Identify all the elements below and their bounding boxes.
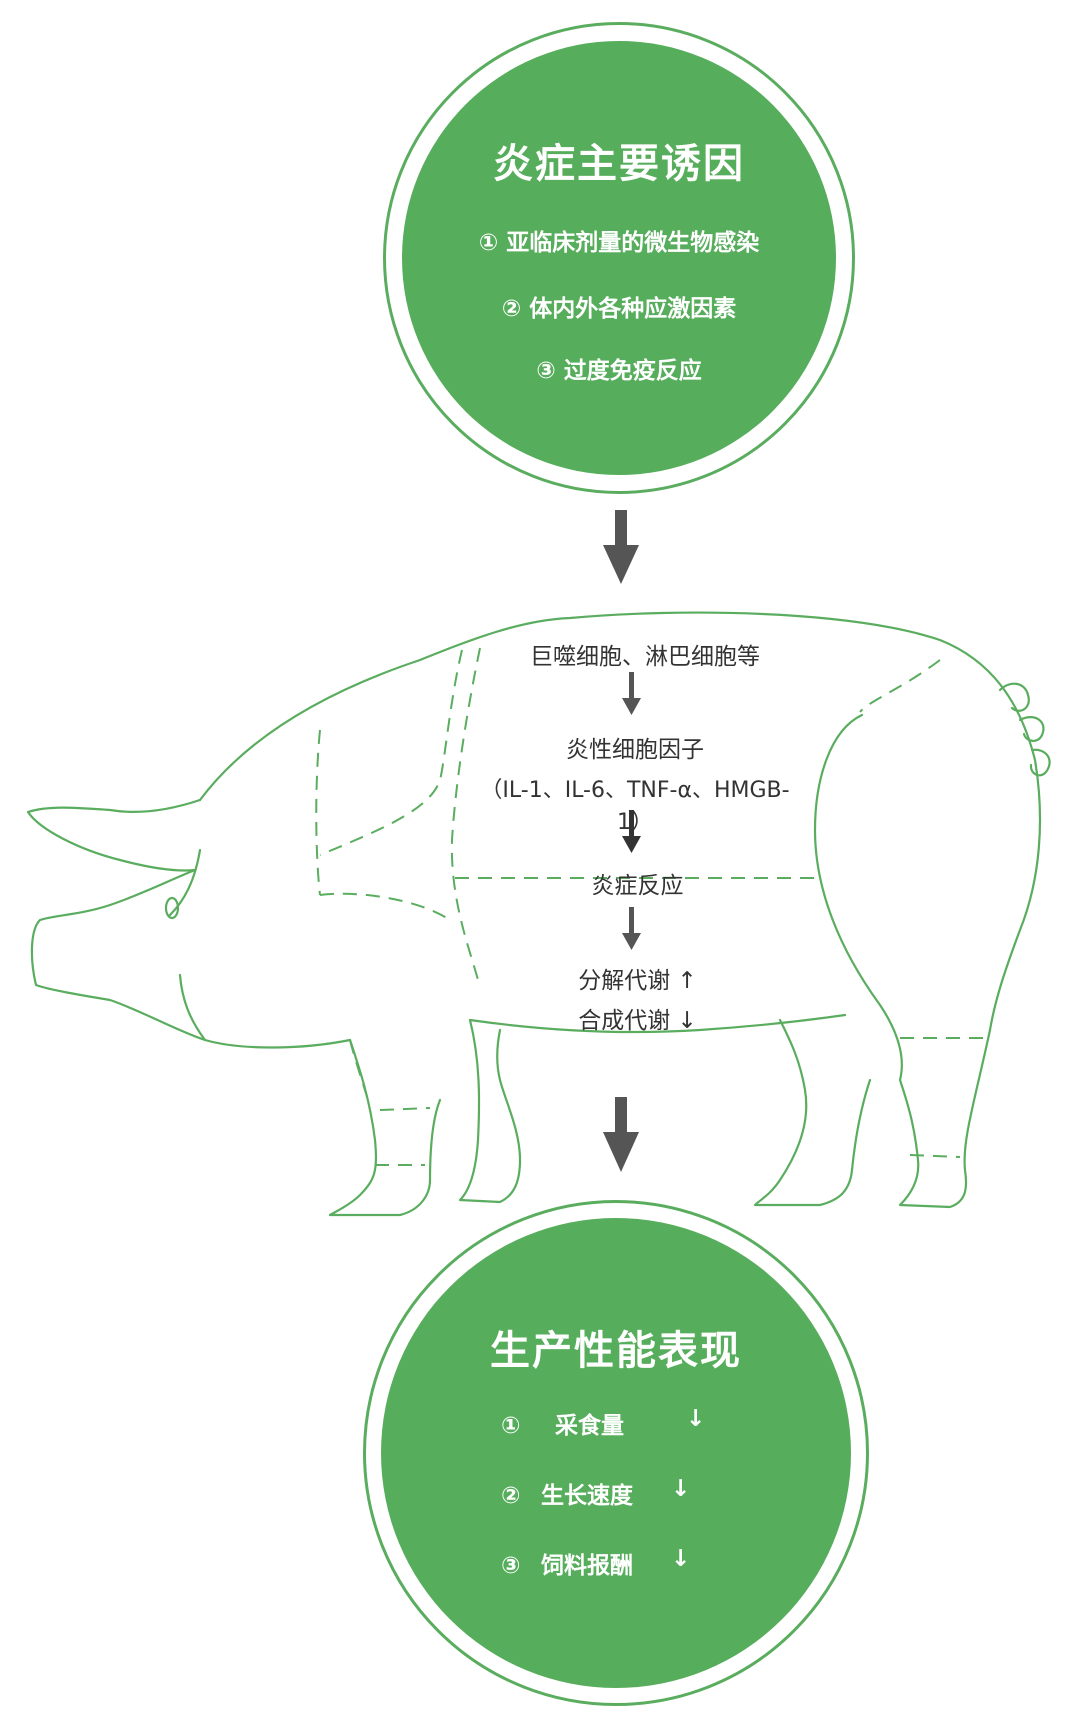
item-label: 饲料报酬 [541, 1553, 633, 1579]
performance-item-3: ③ 饲料报酬 ↓ [501, 1546, 851, 1580]
flow-step-cytokines: 炎性细胞因子 [566, 737, 704, 763]
flow-step-macrophages: 巨噬细胞、淋巴细胞等 [530, 644, 760, 670]
performance-item-1: ① 采食量 ↓ [501, 1406, 851, 1440]
top-circle-ring [383, 22, 855, 494]
bottom-circle-title: 生产性能表现 [490, 1328, 742, 1374]
performance-item-2: ② 生长速度 ↓ [501, 1476, 851, 1510]
item-label: 采食量 [555, 1413, 624, 1439]
flow-step-catabolism: 分解代谢 ↑ [578, 968, 697, 994]
big-arrow-down-icon [603, 1097, 639, 1172]
pig-cut-lines [315, 647, 990, 1166]
flow-step-inflammation: 炎症反应 [591, 873, 684, 899]
top-circle-title: 炎症主要诱因 [493, 141, 745, 187]
bottom-circle: 生产性能表现 ① 采食量 ↓ ② 生长速度 ↓ ③ 饲料报酬 ↓ [381, 1218, 851, 1688]
cause-item-2: ② 体内外各种应激因素 [501, 296, 737, 322]
item-label: 生长速度 [541, 1483, 633, 1509]
down-arrow-icon: ↓ [686, 1406, 706, 1432]
pig-outline [26, 611, 1051, 1217]
down-arrow-icon: ↓ [671, 1546, 691, 1572]
cause-item-1: ① 亚临床剂量的微生物感染 [478, 230, 760, 256]
item-number: ① [501, 1413, 521, 1439]
flow-step-cytokines-detail: （IL-1、IL-6、TNF-α、HMGB-1） [480, 778, 790, 835]
flow-step-anabolism: 合成代谢 ↓ [578, 1008, 697, 1034]
bottom-circle-ring [363, 1200, 869, 1706]
flow-arrow-down-icon [622, 810, 641, 853]
big-arrow-down-icon [603, 510, 639, 584]
cause-item-3: ③ 过度免疫反应 [536, 358, 702, 384]
item-number: ③ [501, 1553, 521, 1579]
flow-arrow-down-icon [622, 672, 641, 715]
item-number: ② [501, 1483, 521, 1509]
flow-arrow-down-icon [622, 907, 641, 950]
top-circle: 炎症主要诱因 ① 亚临床剂量的微生物感染 ② 体内外各种应激因素 ③ 过度免疫反… [402, 41, 836, 475]
down-arrow-icon: ↓ [671, 1476, 691, 1502]
